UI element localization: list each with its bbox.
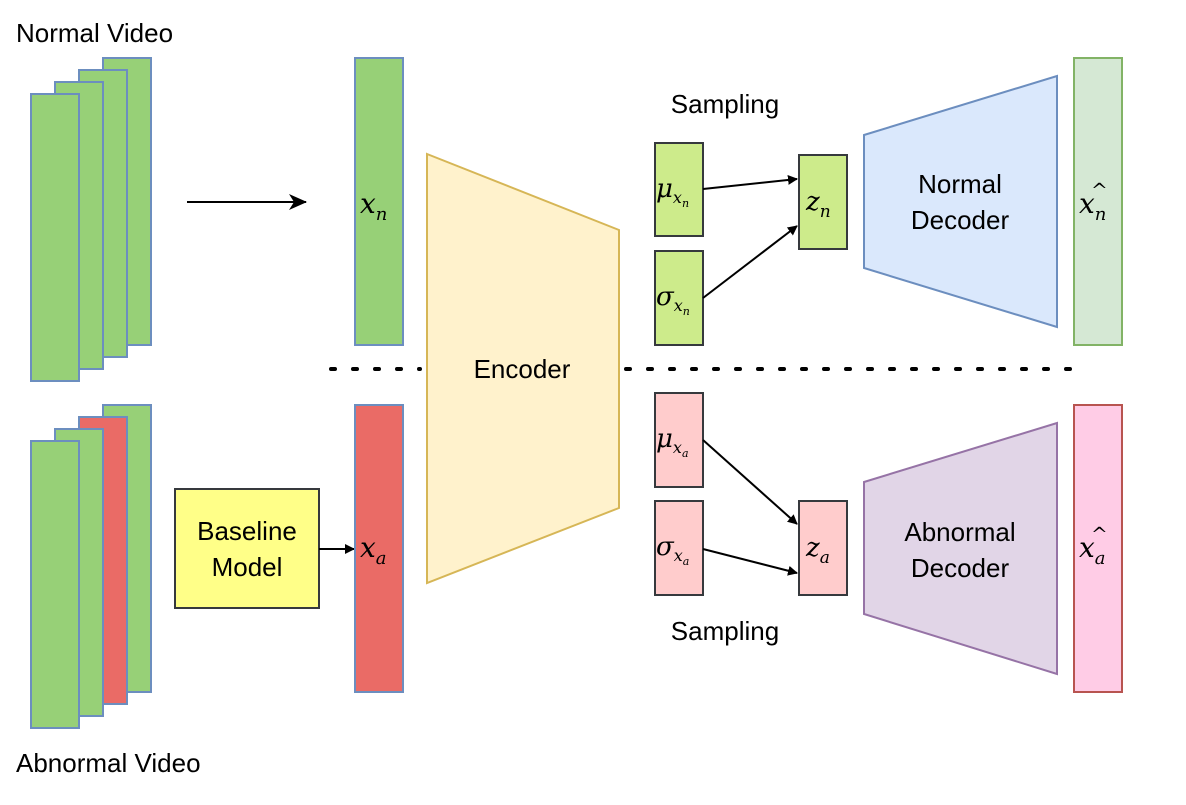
abnormal-video-frames xyxy=(30,404,152,729)
baseline-label-line2: Model xyxy=(212,552,283,582)
zn-box xyxy=(798,154,848,250)
sigma-xn-label: σxn xyxy=(656,282,690,318)
normal-frame-1 xyxy=(30,93,80,382)
abnormal-frame-1 xyxy=(30,440,80,729)
xa-bar xyxy=(354,404,404,693)
normal-video-label: Normal Video xyxy=(16,18,173,48)
arrow-sigma-xn-to-zn xyxy=(702,225,798,299)
sampling-label-bottom: Sampling xyxy=(671,616,779,646)
arrow-mu-xn-to-zn xyxy=(702,174,798,190)
arrow-mu-xa-to-za xyxy=(702,439,798,525)
normal-video-frames xyxy=(30,57,152,382)
xn-label: xn xyxy=(360,187,387,225)
xn-hat-label: xn xyxy=(1079,187,1106,225)
za-label: za xyxy=(805,533,830,568)
baseline-model-box xyxy=(174,488,320,609)
zn-label: zn xyxy=(805,187,831,222)
arrow-sigma-xa-to-za xyxy=(702,548,798,576)
baseline-label-line1: Baseline xyxy=(197,516,297,546)
sigma-xa-box xyxy=(654,500,704,596)
normal-decoder-label-line2: Decoder xyxy=(911,205,1010,235)
sigma-xn-box xyxy=(654,250,704,346)
sampling-label-top: Sampling xyxy=(671,89,779,119)
abnormal-decoder-label-line1: Abnormal xyxy=(904,517,1015,547)
xa-hat-label: xa xyxy=(1079,531,1106,569)
mu-xa-box xyxy=(654,392,704,488)
abnormal-decoder-label-line2: Decoder xyxy=(911,553,1010,583)
xa-hat-bar xyxy=(1073,404,1123,693)
normal-decoder-shape xyxy=(863,74,1058,329)
abnormal-decoder-shape xyxy=(863,421,1058,676)
mu-xn-box xyxy=(654,142,704,237)
sigma-xa-label: σxa xyxy=(656,532,689,568)
xa-label: xa xyxy=(360,531,387,569)
mu-xn-label: μxn xyxy=(656,174,689,210)
mu-xa-label: μxa xyxy=(656,424,689,460)
abnormal-video-label: Abnormal Video xyxy=(16,748,201,778)
xn-hat-accent: ^ xyxy=(1091,178,1108,202)
xn-bar xyxy=(354,57,404,346)
za-box xyxy=(798,500,848,596)
xa-hat-accent: ^ xyxy=(1091,522,1108,546)
xn-hat-bar xyxy=(1073,57,1123,346)
normal-decoder-label-line1: Normal xyxy=(918,169,1002,199)
encoder-label: Encoder xyxy=(474,354,571,384)
encoder-shape xyxy=(426,152,620,585)
